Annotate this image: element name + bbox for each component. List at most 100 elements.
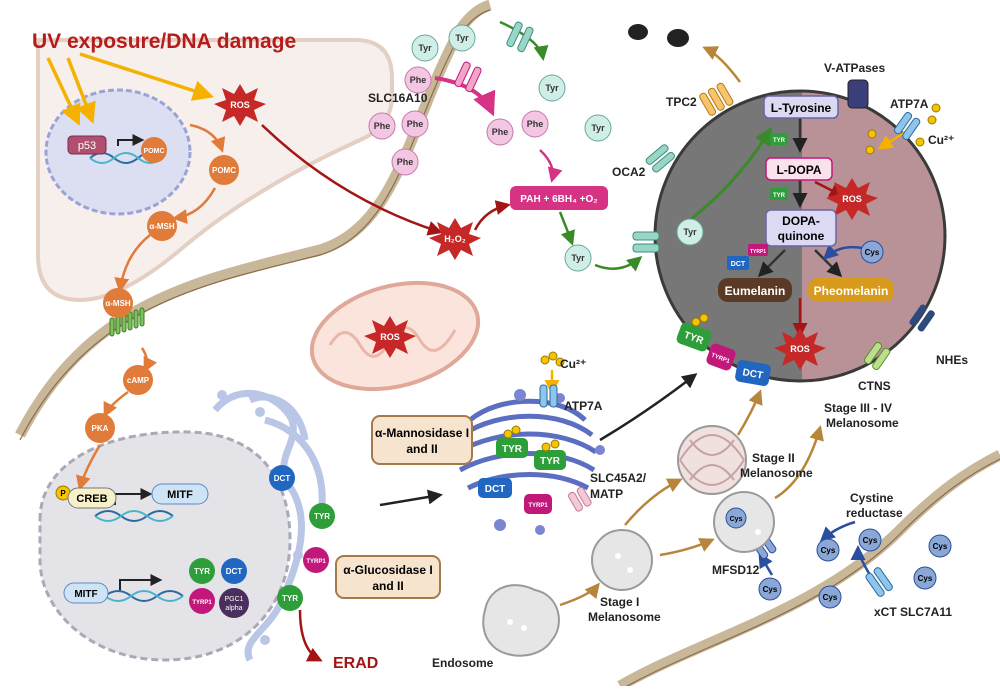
slc16a10-label: SLC16A10 xyxy=(368,91,428,105)
tyrp1-nucleus xyxy=(189,588,215,614)
tyrp1-membrane xyxy=(706,343,736,371)
eumelanin-box xyxy=(718,278,792,302)
creb-label: CREB xyxy=(76,493,107,505)
pheomelanin-box xyxy=(808,278,894,302)
dct-er xyxy=(269,465,295,491)
tyr-molecule-5: Tyr xyxy=(564,244,592,272)
mfsd12-label: MFSD12 xyxy=(712,563,760,577)
tyr-golgi-2 xyxy=(534,450,566,470)
svg-text:Phe: Phe xyxy=(407,119,424,129)
nhe-exchanger xyxy=(909,304,935,332)
pgc1-nucleus xyxy=(219,588,249,618)
mitf-label-2: MITF xyxy=(74,589,97,600)
uv-arrow-1 xyxy=(46,57,81,126)
dct-nucleus xyxy=(221,558,247,584)
tyr-er-2-label: TYR xyxy=(282,594,298,603)
tyrp1-enzyme-pathway xyxy=(748,244,768,256)
svg-text:Cys: Cys xyxy=(918,574,933,583)
endosome-label: Endosome xyxy=(432,656,494,670)
cu-ions-membrane xyxy=(691,103,941,327)
pheomelanin-label: Pheomelanin xyxy=(814,284,889,298)
svg-text:Tyr: Tyr xyxy=(683,227,697,237)
tyr-er-1-label: TYR xyxy=(314,512,330,521)
glucosidase-label-1: α-Glucosidase I xyxy=(343,563,432,577)
tpc2-channel xyxy=(699,82,734,116)
pomc-node xyxy=(209,155,239,185)
mitf-box xyxy=(151,483,209,505)
camp-label: cAMP xyxy=(127,376,150,385)
dct-golgi-label: DCT xyxy=(485,484,506,495)
svg-text:Cys: Cys xyxy=(821,546,836,555)
l-tyrosine-box xyxy=(763,95,839,119)
tyrp1-golgi-label: TYRP1 xyxy=(528,503,548,509)
oca2-label: OCA2 xyxy=(612,165,646,179)
svg-text:Cys: Cys xyxy=(823,593,838,602)
mitf-label: MITF xyxy=(167,489,193,501)
dct-membrane xyxy=(735,360,771,386)
stage-ii-label-2: Melanosome xyxy=(740,466,813,480)
svg-text:H₂O₂: H₂O₂ xyxy=(444,234,466,244)
svg-text:ROS: ROS xyxy=(790,344,810,354)
svg-text:Cys: Cys xyxy=(863,536,878,545)
mannosidase-label-2: and II xyxy=(406,442,437,456)
svg-text:TYR: TYR xyxy=(773,193,786,199)
dna-helix-targets xyxy=(104,574,184,602)
pomc-label: POMC xyxy=(212,166,236,175)
ros-star-stage4: ROS xyxy=(774,328,826,370)
phe-molecule-1: Phe xyxy=(404,66,432,94)
tyr-molecule-3: Tyr xyxy=(538,74,566,102)
amsh-label-1: α-MSH xyxy=(149,222,175,231)
stage-ii-melanosome xyxy=(677,425,747,495)
tyr-molecule-6: Tyr xyxy=(676,218,704,246)
p53-label: p53 xyxy=(78,140,96,152)
tyrp1-golgi xyxy=(524,494,552,514)
pka-label: PKA xyxy=(92,424,109,433)
svg-text:ROS: ROS xyxy=(380,332,400,342)
stage-iii-iv-label-2: Melanosome xyxy=(826,416,899,430)
svg-text:Tyr: Tyr xyxy=(418,43,432,53)
svg-text:Phe: Phe xyxy=(410,75,427,85)
svg-text:Tyr: Tyr xyxy=(545,83,559,93)
pah-box xyxy=(510,186,608,210)
cu-label-golgi: Cu²⁺ xyxy=(560,357,586,371)
dopaquinone-box xyxy=(765,209,837,247)
tyr-enzyme-2 xyxy=(770,188,788,200)
svg-text:Tyr: Tyr xyxy=(591,123,605,133)
svg-text:Cys: Cys xyxy=(933,542,948,551)
stage-i-label-2: Melanosome xyxy=(588,610,661,624)
dct-golgi xyxy=(478,478,512,498)
tyr-er-1 xyxy=(309,503,335,529)
ros-star-quinone: ROS xyxy=(826,178,878,220)
cu-ions-golgi xyxy=(503,351,565,452)
stage-iii-iv-label-1: Stage III - IV xyxy=(824,401,892,415)
stage-iii-melanosome-mfsd12: Cys xyxy=(713,491,775,553)
mc1r-receptor xyxy=(109,307,145,337)
amsh-node-2 xyxy=(103,288,133,318)
matp-label: MATP xyxy=(590,487,623,501)
phe-molecule-3: Phe xyxy=(401,110,429,138)
dopaquinone-label-2: quinone xyxy=(778,229,825,243)
melanocyte-nucleus xyxy=(38,430,292,662)
stage-i-melanosome xyxy=(591,529,653,591)
dct-er-label: DCT xyxy=(274,474,291,483)
xct-label: xCT SLC7A11 xyxy=(874,605,952,619)
mannosidase-box xyxy=(371,415,473,465)
melanin-particle-1 xyxy=(628,24,648,40)
ctns-label: CTNS xyxy=(858,379,891,393)
atp7a-golgi-label: ATP7A xyxy=(564,399,603,413)
svg-text:Phe: Phe xyxy=(527,119,544,129)
v-atpases-label: V-ATPases xyxy=(824,61,885,75)
pgc1-label-2: alpha xyxy=(225,605,242,612)
p53-box xyxy=(67,135,107,155)
cu-label-top: Cu²⁺ xyxy=(928,133,954,147)
atp7a-transporter-top xyxy=(893,111,921,141)
atp7a-transporter-golgi xyxy=(539,384,558,408)
creb-box xyxy=(67,487,117,509)
slc45a2-label: SLC45A2/ xyxy=(590,471,647,485)
tyrp1-er xyxy=(303,547,329,573)
svg-text:Phe: Phe xyxy=(397,157,414,167)
tyr-nucleus-label: TYR xyxy=(194,567,210,576)
glucosidase-label-2: and II xyxy=(372,579,403,593)
stage-i-label-1: Stage I xyxy=(600,595,639,609)
